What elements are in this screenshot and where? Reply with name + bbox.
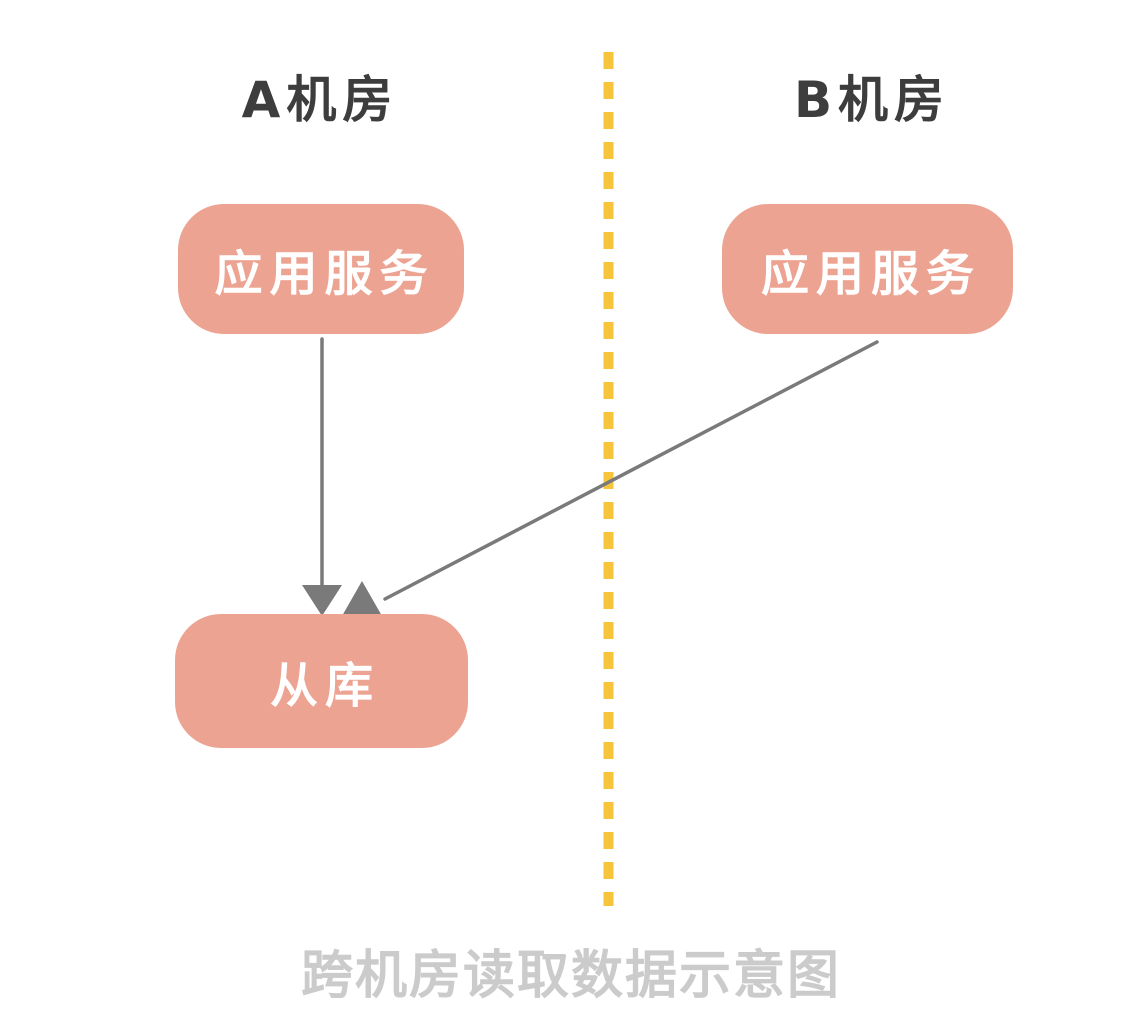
- node-app-service-a: 应用服务: [178, 204, 464, 334]
- diagram-title: 跨机房读取数据示意图: [300, 946, 841, 1006]
- zone-label-a: A机房: [241, 71, 399, 129]
- node-slave-db: 从库: [175, 614, 468, 748]
- edge-app-b-to-slave-line: [383, 340, 879, 601]
- node-app-service-b: 应用服务: [722, 204, 1013, 334]
- edge-app-b-to-slave-arrowhead: [342, 581, 382, 616]
- node-slave-db-label: 从库: [269, 658, 380, 714]
- node-app-service-b-label: 应用服务: [760, 246, 981, 302]
- zone-label-b: B机房: [793, 71, 951, 129]
- edge-app-a-to-slave-arrowhead: [302, 585, 342, 616]
- node-app-service-a-label: 应用服务: [214, 246, 435, 302]
